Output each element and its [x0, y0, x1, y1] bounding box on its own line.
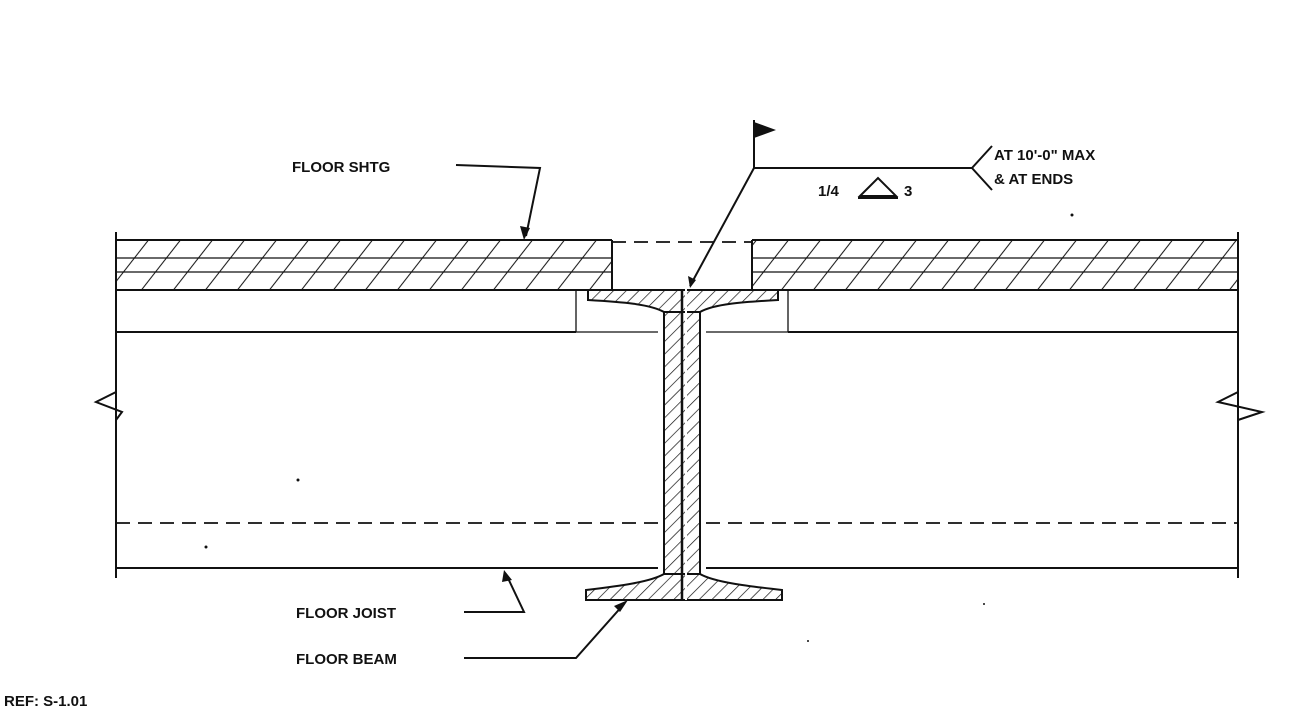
- floor-joist-label: FLOOR JOIST: [296, 605, 396, 622]
- floor-joist: [93, 232, 1266, 578]
- weld-note-line1: AT 10'-0" MAX: [994, 147, 1095, 164]
- floor-sheathing-leader: [455, 164, 542, 237]
- floor-beam-leader: [464, 603, 625, 659]
- reference-label: REF: S-1.01: [4, 693, 87, 710]
- floor-sheathing: [116, 239, 1238, 291]
- floor-beam-label: FLOOR BEAM: [296, 651, 397, 668]
- weld-symbol: [688, 120, 993, 288]
- floor-sheathing-label: FLOOR SHTG: [292, 159, 390, 176]
- weld-note-line2: & AT ENDS: [994, 171, 1073, 188]
- scan-specks: [204, 213, 1074, 642]
- floor-joist-leader: [464, 573, 526, 613]
- weld-length-label: 3: [904, 183, 912, 200]
- floor-beam: [585, 288, 783, 601]
- weld-size-label: 1/4: [818, 183, 840, 200]
